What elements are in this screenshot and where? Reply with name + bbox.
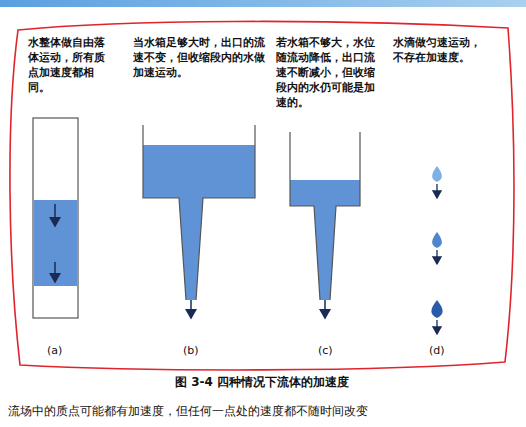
panel-label: (d)	[429, 343, 445, 358]
note-text: 当水箱足够大时，出口的流速不变，但收缩段内的水做加速运动。	[133, 35, 269, 80]
note-text: 水滴做匀速运动，不存在加速度。	[393, 35, 483, 65]
top-band	[0, 0, 526, 7]
figure-caption: 图 3-4 四种情况下流体的加速度	[175, 374, 349, 391]
note-text: 水整体做自由落体运动，所有质点加速度都相同。	[28, 35, 106, 95]
note-text: 若水箱不够大，水位随流动降低，出口流速不断减小，但收缩段内的水仍可能是加速的。	[276, 35, 384, 110]
large-tank	[143, 125, 255, 318]
panel-label: (b)	[183, 343, 199, 358]
small-tank	[290, 132, 360, 318]
annotation-outline	[10, 21, 514, 369]
falling-column	[33, 118, 78, 318]
water-drops	[431, 166, 442, 334]
body-text: 流场中的质点可能都有加速度，但任何一点处的速度都不随时间改变	[8, 404, 368, 419]
panel-label: (a)	[47, 343, 62, 358]
panel-label: (c)	[318, 343, 333, 358]
